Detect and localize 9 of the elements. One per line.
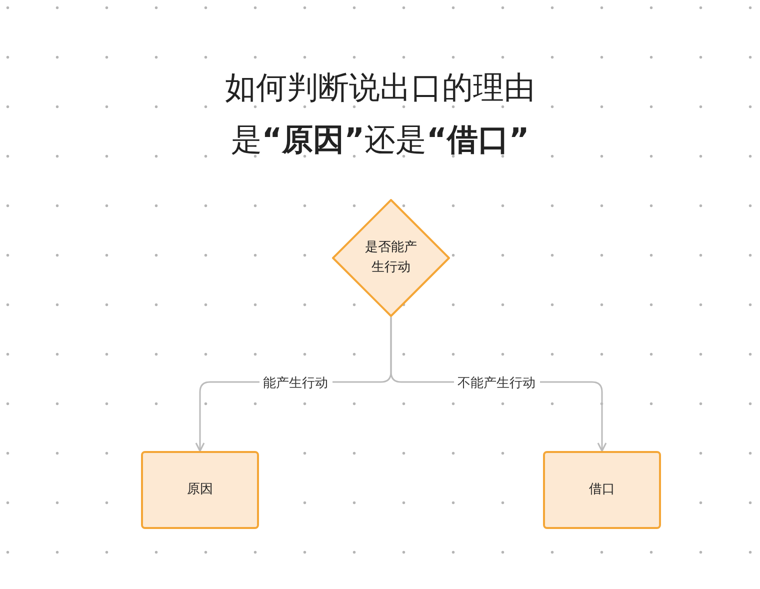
edge-label: 能产生行动 [259,374,332,392]
node-label: 原因 [187,481,213,499]
node-label: 是否能产生行动 [364,239,418,277]
process-box [543,451,661,529]
process-box [141,451,259,529]
node-label: 借口 [589,481,615,499]
diagram-title: 如何判断说出口的理由是“原因”还是“借口” [224,69,536,160]
edge-label: 不能产生行动 [454,374,540,392]
decision-diamond [332,199,450,317]
